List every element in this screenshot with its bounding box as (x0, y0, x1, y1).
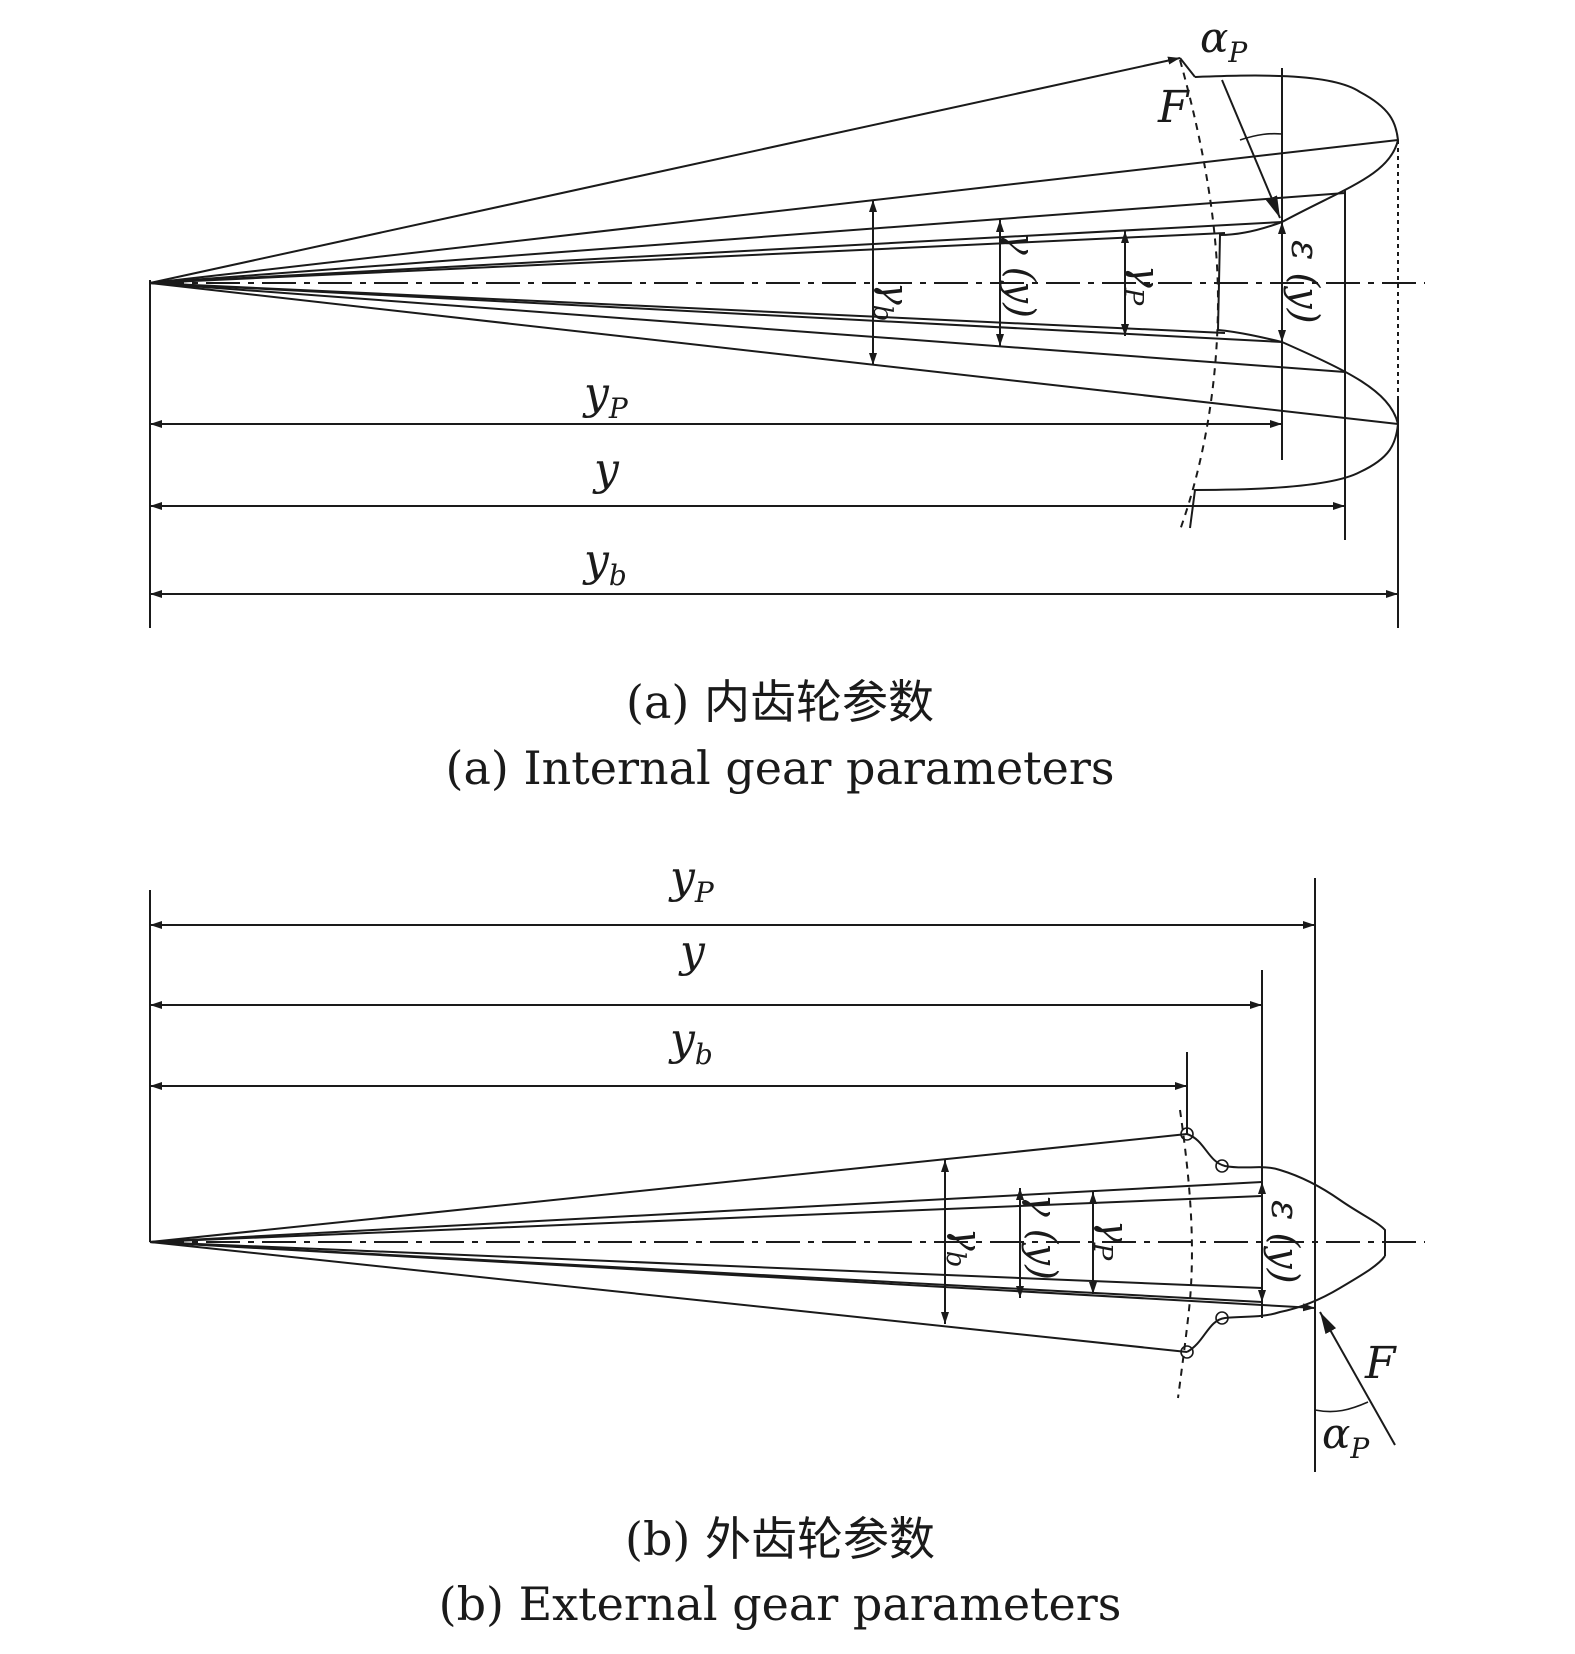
caption-a-cn: (a) 内齿轮参数 (626, 675, 934, 729)
yb-label-b: yb (668, 1014, 713, 1071)
gamma-p-label: γP (1118, 265, 1168, 306)
alpha-arc (1239, 132, 1283, 141)
ray-b-bottom-outer (149, 1241, 1188, 1353)
alpha-arc-b (1314, 1401, 1369, 1413)
pitch-circle-arc (1179, 59, 1220, 531)
root-circle-arc-b (1177, 1109, 1193, 1399)
alpha-p-label-b: αP (1322, 1409, 1370, 1465)
tooth-profile-b-upper (1186, 1133, 1386, 1256)
force-arrow-b (1319, 1311, 1396, 1446)
gamma-b-label: γb (867, 282, 917, 321)
y-label-b: y (678, 926, 706, 977)
fillet-marker-4 (1180, 1345, 1194, 1359)
ray-root-bottom (149, 282, 1226, 334)
ray-tip-top (149, 139, 1399, 284)
ray-p-top (149, 221, 1283, 284)
fillet-marker-2 (1215, 1159, 1229, 1173)
force-label-b: F (1364, 1338, 1397, 1389)
eps-y-label-b: ε (y) (1263, 1200, 1307, 1284)
ray-p-bottom (149, 282, 1283, 343)
ray-b-top-inner (149, 1195, 1263, 1243)
force-arrow (1221, 79, 1281, 219)
ray-tip-bottom (149, 282, 1399, 425)
yb-label: yb (582, 535, 627, 592)
ray-root-top (149, 232, 1226, 284)
panel-internal-gear: αP F γb γ (y) γP ε (y) yP y yb (a) 内齿轮参数… (149, 13, 1425, 795)
ray-y-top (149, 192, 1346, 284)
tooth-profile-b-lower (1186, 1255, 1386, 1353)
gamma-p-label-b: γP (1087, 1220, 1137, 1261)
tooth-top-end (1179, 57, 1196, 78)
y-label: y (592, 444, 620, 495)
fillet-marker-3 (1215, 1311, 1229, 1325)
caption-b-en: (b) External gear parameters (439, 1577, 1122, 1631)
yp-label-b: yP (668, 852, 715, 909)
ray-y-bottom (149, 282, 1346, 373)
ray-b-bottom-inner (149, 1241, 1263, 1289)
panel-external-gear: yP y yb γb γ (y) γP ε (y) F αP (b) 外齿轮参数… (149, 852, 1425, 1631)
alpha-p-label: αP (1200, 13, 1248, 69)
gamma-y-label: γ (y) (999, 232, 1043, 318)
force-ray (149, 56, 1181, 284)
caption-b-cn: (b) 外齿轮参数 (625, 1512, 935, 1566)
gamma-y-label-b: γ (y) (1021, 1194, 1065, 1280)
ray-b-top-mid (149, 1181, 1263, 1243)
gamma-b-label-b: γb (940, 1228, 990, 1267)
caption-a-en: (a) Internal gear parameters (446, 741, 1115, 795)
tooth-profile-lower (1189, 329, 1400, 529)
eps-y-label: ε (y) (1283, 240, 1327, 324)
ray-b-force (149, 1241, 1316, 1312)
yp-label: yP (582, 368, 629, 425)
force-label: F (1157, 82, 1190, 133)
ray-b-top-outer (149, 1133, 1188, 1243)
